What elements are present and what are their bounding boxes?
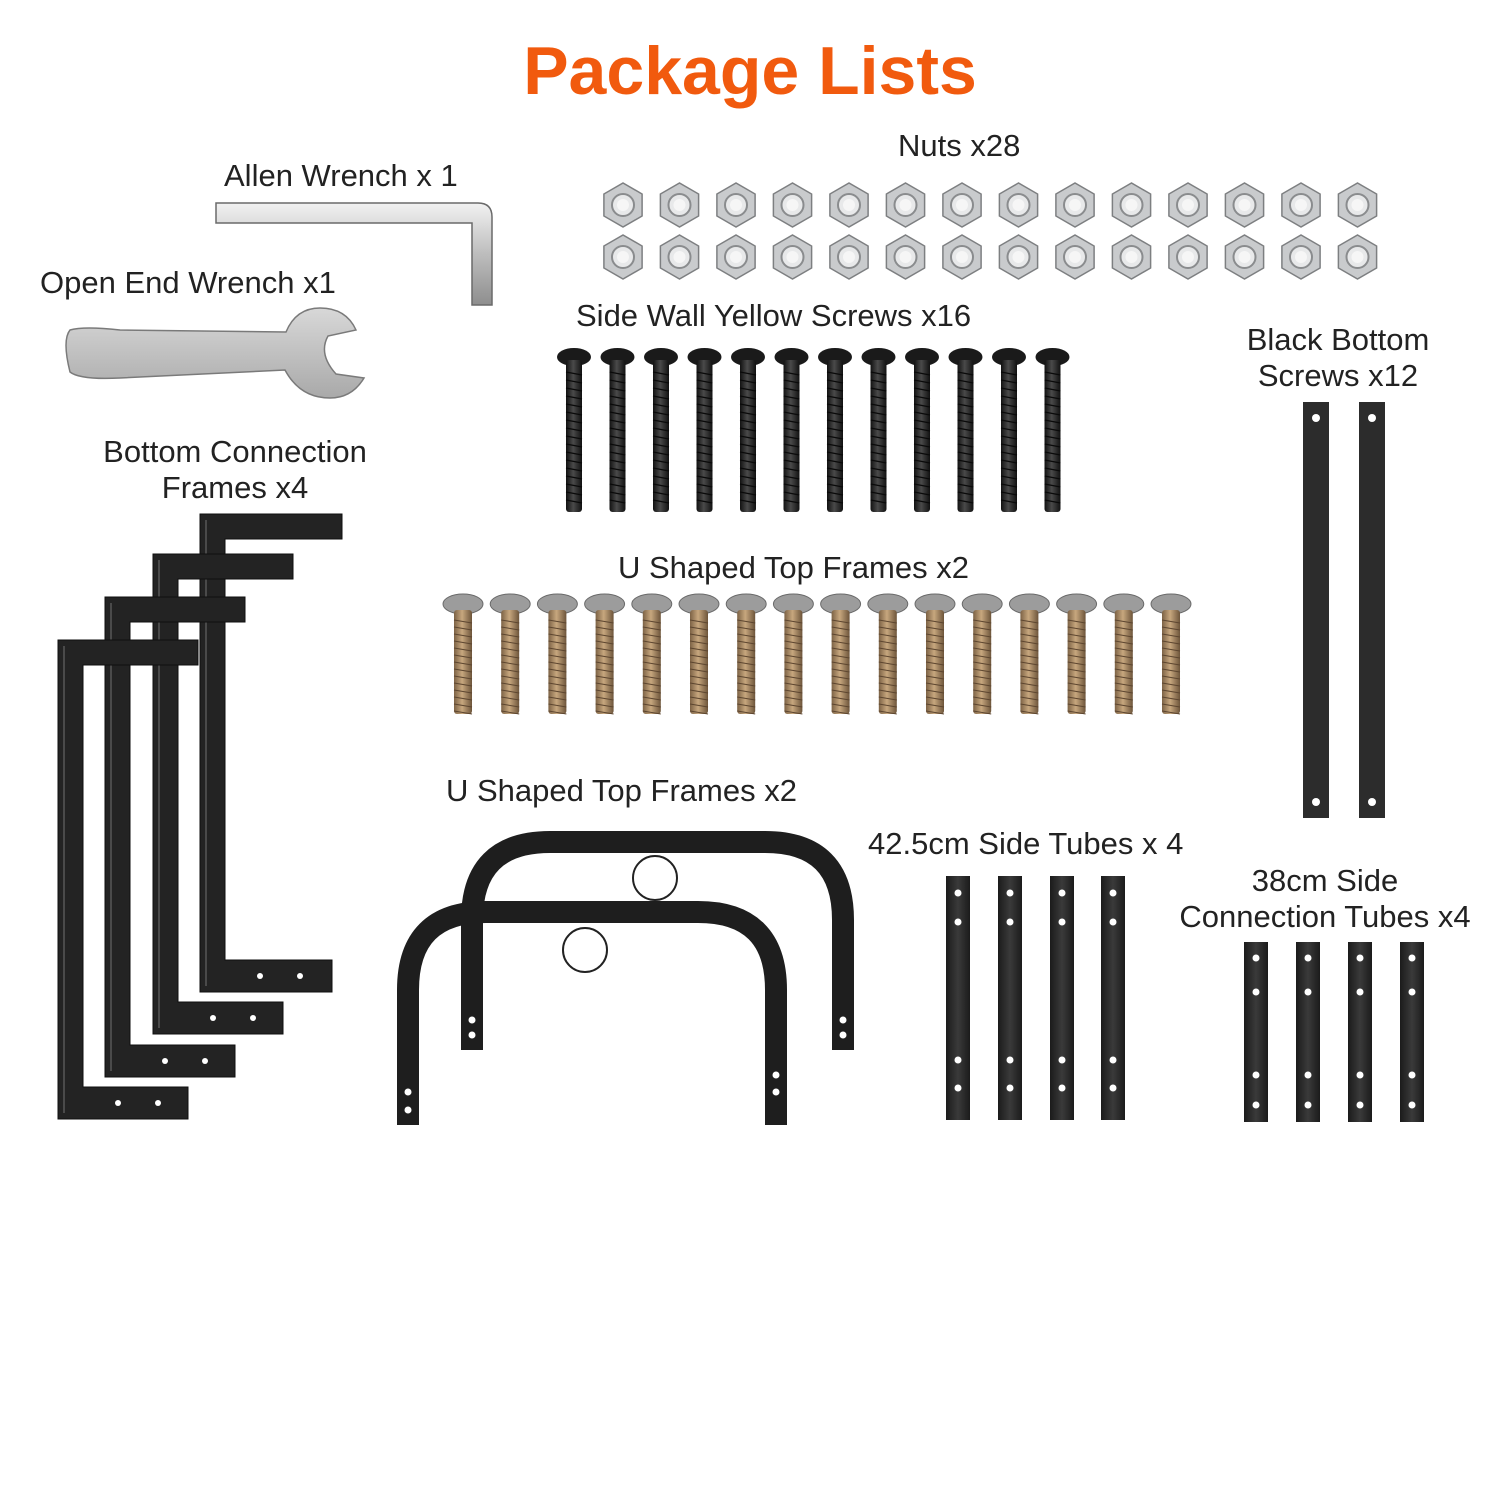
brass-screw-icon (489, 593, 531, 715)
black-screw-icon (905, 348, 939, 512)
open-end-wrench-label: Open End Wrench x1 (40, 265, 336, 300)
nut-icon (998, 234, 1039, 280)
black-screw-icon (687, 348, 722, 512)
nut-icon (1055, 182, 1095, 228)
side-wall-screws-label: Side Wall Yellow Screws x16 (576, 298, 972, 333)
black-flat-bars-group (1303, 402, 1385, 818)
u-shaped-frame-front (397, 901, 787, 1125)
nut-icon (603, 234, 643, 280)
side-conn-tubes-label-1: 38cm Side (1251, 863, 1399, 898)
bottom-frames-label-1: Bottom Connection (103, 434, 367, 469)
brass-screw-icon (725, 593, 767, 715)
nut-icon (885, 182, 926, 228)
black-screw-icon (1035, 348, 1070, 512)
black-flat-bar-icon (1303, 402, 1329, 818)
black-screw-icon (731, 348, 765, 512)
nut-icon (1281, 182, 1321, 228)
nut-icon (1055, 234, 1095, 280)
brass-screw-icon (536, 593, 578, 715)
side-tubes-group (946, 876, 1125, 1120)
nut-icon (1281, 234, 1321, 280)
nut-icon (772, 182, 813, 228)
black-screw-icon (557, 348, 591, 512)
nut-icon (716, 182, 756, 228)
black-screw-icon (818, 348, 852, 512)
side-connection-tube-icon (1296, 942, 1320, 1122)
black-screw-icon (600, 348, 635, 512)
black-screw-icon (861, 348, 896, 512)
brass-screws-group (442, 593, 1192, 715)
bottom-connection-frame-icon (199, 513, 343, 993)
black-bottom-screws-label-1: Black Bottom (1246, 322, 1430, 357)
open-end-wrench-icon (65, 307, 366, 399)
brass-screw-icon (678, 593, 720, 715)
nut-icon (1168, 234, 1208, 280)
nut-icon (1111, 234, 1152, 280)
allen-wrench-label: Allen Wrench x 1 (224, 158, 458, 193)
bottom-connection-frame-icon (57, 639, 199, 1120)
brass-screw-icon (1103, 593, 1145, 715)
black-flat-bar-icon (1359, 402, 1385, 818)
nut-icon (998, 182, 1039, 228)
brass-screw-icon (867, 593, 909, 715)
brass-screw-icon (442, 593, 484, 715)
nut-icon (1337, 234, 1378, 280)
nut-icon (659, 182, 700, 228)
nut-icon (829, 234, 869, 280)
nut-icon (942, 234, 982, 280)
nut-icon (1224, 182, 1265, 228)
side-connection-tubes-group (1244, 942, 1424, 1122)
black-bottom-screws-label-2: Screws x12 (1257, 358, 1419, 393)
nut-icon (885, 234, 926, 280)
nut-icon (1224, 234, 1265, 280)
u-top-frames-label-2: U Shaped Top Frames x2 (446, 773, 797, 808)
nut-icon (1337, 182, 1378, 228)
brass-screw-icon (914, 593, 956, 715)
u-top-frames-label-1: U Shaped Top Frames x2 (618, 550, 969, 585)
brass-screw-icon (961, 593, 1003, 715)
brass-screw-icon (1150, 593, 1192, 715)
black-screw-icon (774, 348, 809, 512)
nut-icon (1168, 182, 1208, 228)
brass-screw-icon (820, 593, 862, 715)
side-connection-tube-icon (1400, 942, 1424, 1122)
side-connection-tube-icon (1348, 942, 1372, 1122)
nuts-group (603, 182, 1378, 280)
nuts-label: Nuts x28 (898, 128, 1021, 163)
nut-icon (772, 234, 813, 280)
bottom-frames-label-2: Frames x4 (161, 470, 309, 505)
brass-screw-icon (1056, 593, 1098, 715)
page-title: Package Lists (523, 33, 977, 109)
nut-icon (829, 182, 869, 228)
black-screws-group (557, 348, 1070, 512)
side-tube-icon (946, 876, 970, 1120)
brass-screw-icon (772, 593, 814, 715)
nut-icon (603, 182, 643, 228)
brass-screw-icon (631, 593, 673, 715)
black-screw-icon (948, 348, 983, 512)
nut-icon (1111, 182, 1152, 228)
nut-icon (942, 182, 982, 228)
black-screw-icon (992, 348, 1026, 512)
nut-icon (659, 234, 700, 280)
side-conn-tubes-label-2: Connection Tubes x4 (1179, 899, 1471, 934)
side-tube-icon (1101, 876, 1125, 1120)
bottom-connection-frames-group (57, 513, 343, 1120)
side-tube-icon (1050, 876, 1074, 1120)
brass-screw-icon (584, 593, 626, 715)
brass-screw-icon (1008, 593, 1050, 715)
black-screw-icon (644, 348, 678, 512)
u-shaped-frame-back (461, 831, 854, 1050)
side-connection-tube-icon (1244, 942, 1268, 1122)
allen-wrench-icon (215, 202, 493, 306)
side-tubes-label: 42.5cm Side Tubes x 4 (868, 826, 1184, 861)
u-shaped-frames-group (397, 831, 854, 1125)
side-tube-icon (998, 876, 1022, 1120)
nut-icon (716, 234, 756, 280)
